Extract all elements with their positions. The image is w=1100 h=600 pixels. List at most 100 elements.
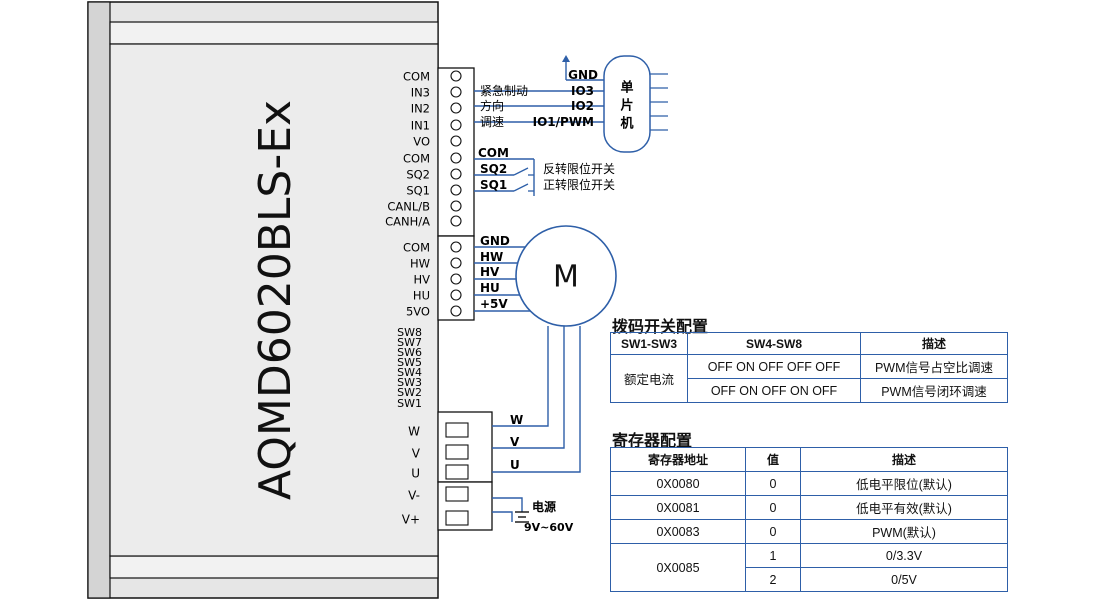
control-terminal-label: COM bbox=[403, 70, 430, 84]
hall-terminal-label: HV bbox=[413, 273, 430, 287]
terminal-screw-icon bbox=[445, 444, 469, 460]
control-terminal-label: IN2 bbox=[411, 102, 430, 116]
dip-config-table: SW1-SW3 SW4-SW8 描述 额定电流 OFF ON OFF OFF O… bbox=[610, 332, 1008, 403]
dip-switch-label: SW2 bbox=[397, 386, 422, 399]
power-terminal-label: V- bbox=[408, 489, 420, 503]
terminal-screw-icon bbox=[450, 152, 462, 164]
terminal-screw-icon bbox=[450, 102, 462, 114]
dip-switch-label: SW3 bbox=[397, 376, 422, 389]
reg-desc: 低电平限位(默认) bbox=[800, 471, 1008, 496]
battery-icon bbox=[515, 511, 529, 523]
terminal-screw-icon bbox=[445, 486, 469, 502]
hall-wire-label: HV bbox=[480, 265, 500, 279]
dip-group-label: 额定电流 bbox=[610, 354, 688, 403]
dip-switch-label: SW1 bbox=[397, 397, 422, 410]
register-table-title: 寄存器配置 bbox=[612, 431, 693, 450]
terminal-screw-icon bbox=[450, 119, 462, 131]
limit-pin-label: SQ1 bbox=[480, 178, 507, 192]
limit-com-label: COM bbox=[478, 146, 509, 160]
dip-row-switches: OFF ON OFF ON OFF bbox=[687, 378, 861, 403]
function-label: 紧急制动 bbox=[480, 83, 528, 98]
terminal-screw-icon bbox=[450, 273, 462, 285]
terminal-screw-icon bbox=[450, 168, 462, 180]
hall-terminal-label: HU bbox=[413, 289, 430, 303]
dip-table-title: 拨码开关配置 bbox=[612, 317, 709, 336]
mcu-label: 机 bbox=[620, 116, 633, 132]
reg-header-address: 寄存器地址 bbox=[610, 447, 746, 472]
function-label: 调速 bbox=[480, 115, 504, 129]
motor-terminal-label: U bbox=[411, 467, 420, 481]
limit-switch-icon bbox=[513, 167, 534, 192]
control-terminal-label: VO bbox=[413, 135, 430, 149]
terminal-screw-icon bbox=[450, 241, 462, 253]
terminal-screw-icon bbox=[445, 422, 469, 438]
control-terminal-label: IN1 bbox=[411, 119, 430, 133]
mcu-pin-label: GND bbox=[568, 68, 598, 82]
hall-terminal-label: HW bbox=[410, 257, 430, 271]
dip-row-switches: OFF ON OFF OFF OFF bbox=[687, 354, 861, 379]
terminal-screw-icon bbox=[445, 510, 469, 526]
ground-arrow-icon bbox=[562, 55, 570, 62]
mcu-box bbox=[603, 55, 651, 153]
mcu-label: 片 bbox=[620, 98, 633, 114]
mcu-pin-label: IO3 bbox=[571, 84, 594, 98]
reg-address: 0X0083 bbox=[610, 519, 746, 544]
control-terminal-label: SQ2 bbox=[406, 168, 430, 182]
reg-value: 0 bbox=[745, 519, 801, 544]
control-terminal-label: CANH/A bbox=[385, 215, 430, 229]
terminal-screw-icon bbox=[450, 70, 462, 82]
register-config-table: 寄存器地址 值 描述 0X0080 0 低电平限位(默认) 0X0081 0 低… bbox=[610, 447, 1008, 592]
power-supply-label: 电源 bbox=[532, 499, 556, 514]
motor-symbol bbox=[515, 225, 617, 327]
motor-terminal-label: W bbox=[408, 425, 420, 439]
control-terminal-label: CANL/B bbox=[387, 200, 430, 214]
hall-wire-label: +5V bbox=[480, 297, 508, 311]
terminal-screw-icon bbox=[450, 135, 462, 147]
reg-desc: 低电平有效(默认) bbox=[800, 495, 1008, 520]
terminal-screw-icon bbox=[450, 215, 462, 227]
phase-wire-label: V bbox=[510, 435, 520, 449]
hall-wire-label: HW bbox=[480, 250, 503, 264]
reg-address: 0X0081 bbox=[610, 495, 746, 520]
terminal-screw-icon bbox=[450, 200, 462, 212]
dip-header-sw4-sw8: SW4-SW8 bbox=[687, 332, 861, 355]
terminal-screw-icon bbox=[450, 257, 462, 269]
reg-address: 0X0085 bbox=[610, 543, 746, 592]
terminal-screw-icon bbox=[450, 184, 462, 196]
reg-header-desc: 描述 bbox=[800, 447, 1008, 472]
limit-switch-label: 反转限位开关 bbox=[543, 161, 615, 176]
phase-wire-label: W bbox=[510, 413, 523, 427]
dip-row-desc: PWM信号闭环调速 bbox=[860, 378, 1008, 403]
terminal-screw-icon bbox=[450, 86, 462, 98]
control-terminal-label: IN3 bbox=[411, 86, 430, 100]
phase-wire-label: U bbox=[510, 458, 520, 472]
reg-value: 2 bbox=[745, 567, 801, 592]
terminal-screw-icon bbox=[450, 305, 462, 317]
dip-header-sw1-sw3: SW1-SW3 bbox=[610, 332, 688, 355]
reg-value: 1 bbox=[745, 543, 801, 568]
reg-desc: PWM(默认) bbox=[800, 519, 1008, 544]
reg-desc: 0/5V bbox=[800, 567, 1008, 592]
reg-address: 0X0080 bbox=[610, 471, 746, 496]
limit-switch-label: 正转限位开关 bbox=[543, 177, 615, 192]
control-terminal-label: SQ1 bbox=[406, 184, 430, 198]
reg-desc: 0/3.3V bbox=[800, 543, 1008, 568]
dip-switch-label: SW7 bbox=[397, 336, 422, 349]
hall-terminal-label: COM bbox=[403, 241, 430, 255]
reg-value: 0 bbox=[745, 471, 801, 496]
power-range-label: 9V~60V bbox=[524, 521, 574, 534]
power-terminal-label: V+ bbox=[402, 513, 420, 527]
terminal-screw-icon bbox=[450, 289, 462, 301]
reg-header-value: 值 bbox=[745, 447, 801, 472]
dip-row-desc: PWM信号占空比调速 bbox=[860, 354, 1008, 379]
hall-terminal-label: 5VO bbox=[406, 305, 430, 319]
reg-value: 0 bbox=[745, 495, 801, 520]
dip-header-desc: 描述 bbox=[860, 332, 1008, 355]
dip-switch-label: SW5 bbox=[397, 356, 422, 369]
terminal-screw-icon bbox=[445, 464, 469, 480]
hall-wire-label: GND bbox=[480, 234, 510, 248]
mcu-pin-label: IO2 bbox=[571, 99, 594, 113]
device-model: AQMD6020BLS-Ex bbox=[250, 100, 301, 500]
motor-label: M bbox=[553, 260, 579, 295]
